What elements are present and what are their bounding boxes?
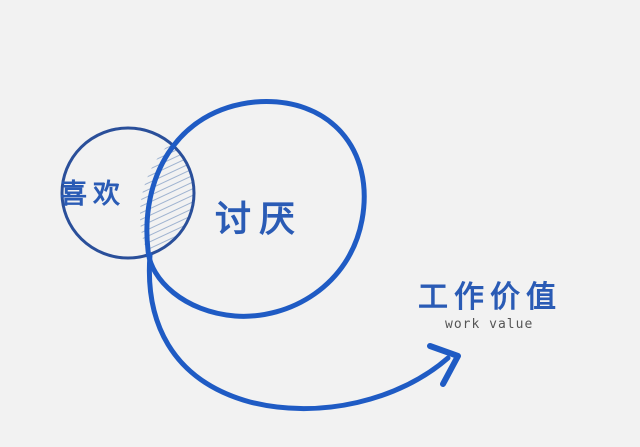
arrow-curve [146, 252, 451, 412]
dislike-label: 讨厌 [215, 199, 304, 240]
work-value-title: 工作价值 [418, 280, 562, 315]
arrow-head-icon [427, 343, 461, 387]
work-value-subtitle: work value [445, 317, 534, 332]
dislike-circle [144, 99, 367, 319]
like-circle [60, 126, 196, 260]
like-label: 喜欢 [60, 179, 126, 210]
